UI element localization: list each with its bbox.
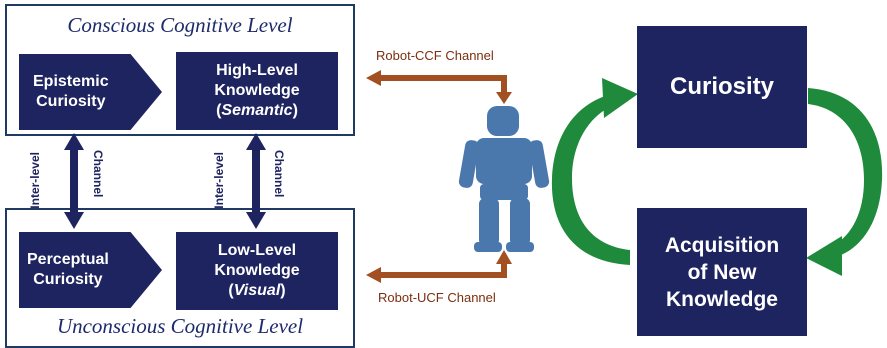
inter-level-arrow-right — [246, 133, 266, 229]
perceptual-label-1: Perceptual — [27, 251, 109, 268]
level-label: level — [28, 152, 42, 179]
high-level-knowledge-box: High-Level Knowledge (Semantic) — [176, 52, 338, 130]
inter-label-right: Inter- — [212, 178, 226, 209]
curiosity-box: Curiosity — [637, 26, 807, 148]
visual-label: Visual — [233, 282, 281, 299]
low-level-close-paren: ) — [280, 282, 286, 299]
low-level-knowledge-box: Low-Level Knowledge (Visual) — [176, 232, 338, 310]
channel-label-right: Channel — [272, 150, 286, 198]
curiosity-label: Curiosity — [669, 73, 774, 100]
humanoid-robot-icon — [458, 106, 550, 252]
high-level-line1: High-Level — [216, 62, 298, 79]
level-label-right: level — [212, 152, 226, 179]
perceptual-label-2: Curiosity — [33, 271, 103, 288]
channel-label-left: Channel — [91, 150, 105, 198]
semantic-label: Semantic — [221, 102, 293, 119]
cycle-arrow-right — [806, 88, 883, 276]
inter-level-label-left-a: Inter-level — [28, 152, 42, 209]
robot-ucf-channel-label: Robot-UCF Channel — [378, 290, 496, 305]
high-level-line2: Knowledge — [214, 82, 300, 99]
robot-ccf-channel-label: Robot-CCF Channel — [376, 48, 494, 63]
low-level-line2: Knowledge — [214, 262, 300, 279]
cycle-arrow-left — [551, 78, 638, 265]
acquisition-line2: of New — [687, 260, 757, 284]
conscious-level-title: Conscious Cognitive Level — [67, 13, 293, 37]
inter-label: Inter- — [28, 178, 42, 209]
robot-ucf-channel-arrow — [366, 250, 512, 283]
low-level-line1: Low-Level — [217, 242, 297, 259]
acquisition-line3: Knowledge — [665, 287, 778, 311]
epistemic-curiosity-box: Epistemic Curiosity — [19, 54, 162, 130]
high-level-open-paren: ( — [216, 102, 222, 119]
high-level-close-paren: ) — [292, 102, 298, 119]
inter-level-arrow-left — [64, 133, 84, 229]
acquisition-box: Acquisition of New Knowledge — [637, 208, 807, 336]
robot-ccf-channel-arrow — [366, 70, 512, 104]
unconscious-level-title: Unconscious Cognitive Level — [56, 314, 304, 338]
epistemic-label-2: Curiosity — [36, 93, 106, 110]
epistemic-label-1: Epistemic — [33, 73, 109, 90]
inter-level-label-right-a: Inter-level — [212, 152, 226, 209]
low-level-open-paren: ( — [228, 282, 234, 299]
perceptual-curiosity-box: Perceptual Curiosity — [19, 232, 162, 308]
acquisition-line1: Acquisition — [664, 233, 780, 257]
